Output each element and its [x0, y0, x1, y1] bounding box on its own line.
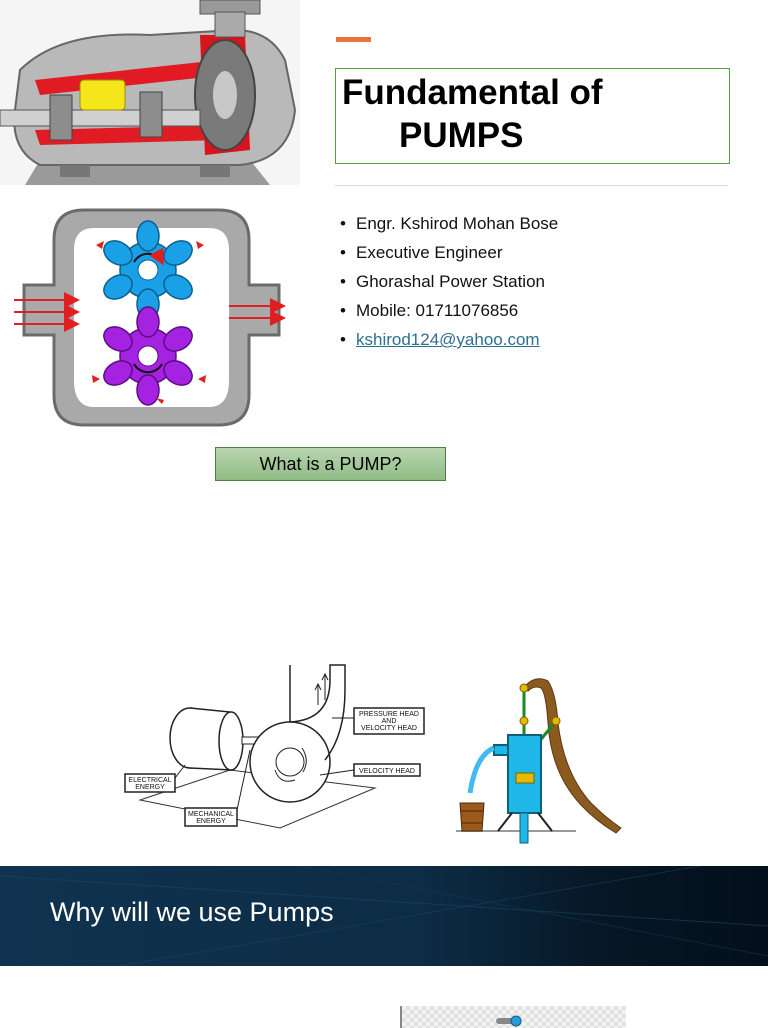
bullet-icon: • — [340, 272, 346, 291]
section-title: Why will we use Pumps — [50, 897, 334, 927]
label-velocity-head: VELOCITY HEAD — [359, 768, 415, 775]
title-line-2: PUMPS — [399, 116, 524, 155]
title-line-1: Fundamental of — [342, 73, 603, 112]
bullet-icon: • — [340, 330, 346, 349]
pump-energy-diagram: PRESSURE HEAD AND VELOCITY HEAD VELOCITY… — [124, 664, 425, 829]
list-item: • Mobile: 01711076856 — [340, 299, 558, 328]
title-divider — [335, 185, 728, 186]
label-electrical-1: ELECTRICAL — [128, 777, 171, 784]
email-link[interactable]: kshirod124@yahoo.com — [356, 330, 540, 349]
list-item: • Ghorashal Power Station — [340, 270, 558, 299]
list-item: • Engr. Kshirod Mohan Bose — [340, 212, 558, 241]
presenter-mobile: Mobile: 01711076856 — [356, 301, 519, 320]
bullet-icon: • — [340, 214, 346, 233]
title-box: Fundamental of PUMPS — [335, 68, 730, 164]
hand-pump-illustration — [456, 663, 654, 847]
section-banner: Why will we use Pumps — [0, 866, 768, 966]
list-item: • kshirod124@yahoo.com — [340, 328, 558, 357]
label-pressure-head-3: VELOCITY HEAD — [361, 725, 417, 732]
presenter-name: Engr. Kshirod Mohan Bose — [356, 214, 559, 233]
label-pressure-head-2: AND — [382, 718, 397, 725]
accent-bar — [336, 37, 371, 42]
gear-fragment-icon — [496, 1015, 522, 1027]
label-mechanical-1: MECHANICAL — [188, 811, 234, 818]
banner-texture — [0, 866, 768, 966]
bullet-icon: • — [340, 243, 346, 262]
presenter-info-list: • Engr. Kshirod Mohan Bose • Executive Eng… — [340, 212, 558, 357]
presenter-organization: Ghorashal Power Station — [356, 272, 545, 291]
label-mechanical-2: ENERGY — [196, 818, 226, 825]
next-slide-image-preview — [400, 1006, 626, 1028]
centrifugal-pump-cutaway-image — [0, 0, 300, 185]
label-electrical-2: ENERGY — [135, 784, 165, 791]
presenter-title: Executive Engineer — [356, 243, 503, 262]
gear-pump-diagram — [14, 208, 286, 427]
what-is-a-pump-button[interactable]: What is a PUMP? — [215, 447, 446, 481]
label-pressure-head-1: PRESSURE HEAD — [359, 711, 419, 718]
list-item: • Executive Engineer — [340, 241, 558, 270]
bullet-icon: • — [340, 301, 346, 320]
